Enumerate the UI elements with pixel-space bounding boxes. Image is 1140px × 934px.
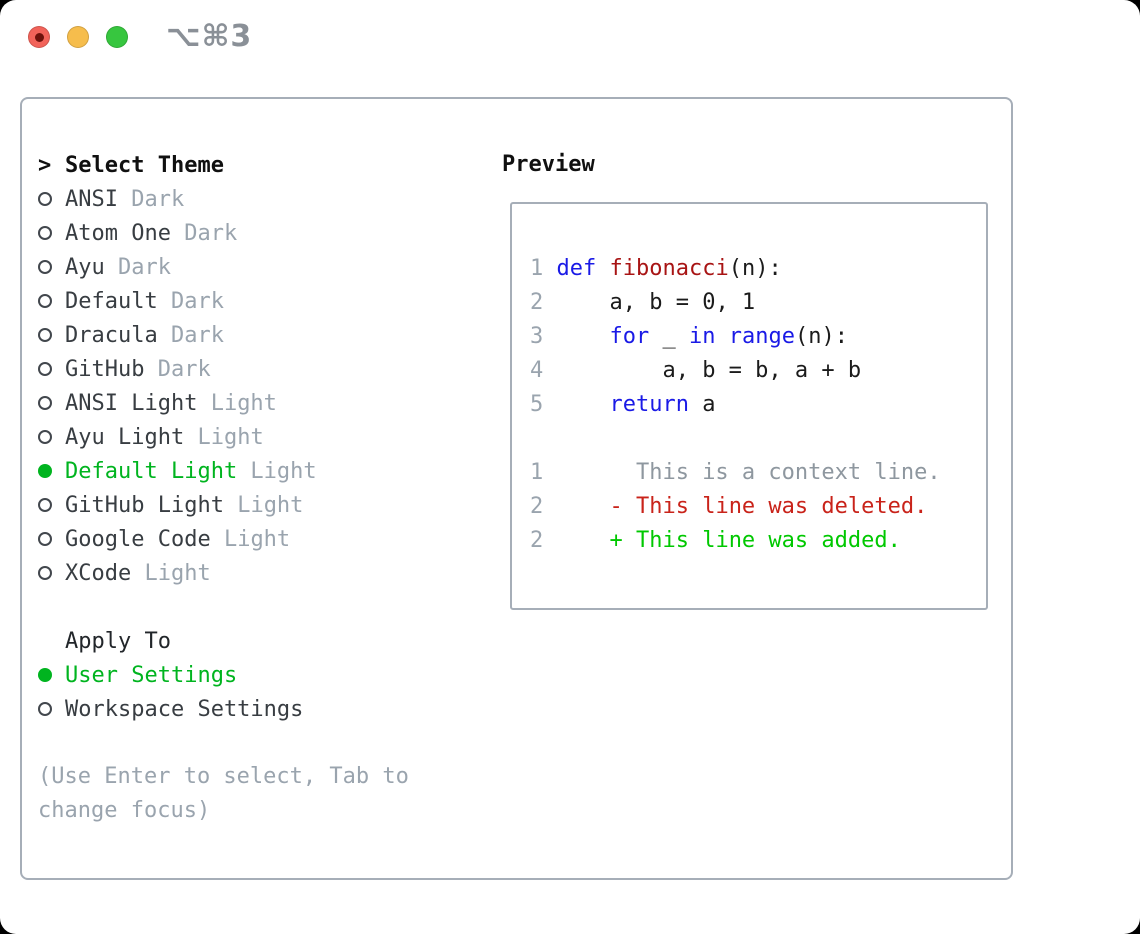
theme-option-ayu-light-light[interactable]: Ayu Light Light — [38, 420, 409, 454]
theme-option-github-light-light[interactable]: GitHub Light Light — [38, 488, 409, 522]
apply-option-workspace-settings[interactable]: Workspace Settings — [38, 692, 409, 726]
radio-icon — [38, 216, 65, 250]
theme-option-default-light-light[interactable]: Default Light Light — [38, 454, 409, 488]
theme-option-default-dark[interactable]: Default Dark — [38, 284, 409, 318]
theme-option-dracula-dark-label: Dracula — [65, 322, 158, 348]
radio-icon — [38, 420, 65, 454]
radio-icon — [38, 386, 65, 420]
cursor-arrow-icon: > — [38, 152, 52, 178]
theme-option-dracula-dark-variant-label: Dark — [157, 322, 224, 348]
radio-icon — [38, 250, 65, 284]
select-theme-header: > Select Theme — [38, 148, 409, 182]
theme-option-ayu-dark-variant-label: Dark — [104, 254, 171, 280]
preview-code-line: 3 for _ in range(n): — [530, 324, 848, 349]
traffic-lights — [28, 26, 128, 48]
radio-selected-icon — [38, 454, 65, 488]
theme-option-github-dark-variant-label: Dark — [144, 356, 211, 382]
close-button[interactable] — [28, 26, 50, 48]
theme-option-google-code-light-variant-label: Light — [210, 526, 291, 552]
theme-option-ansi-dark-variant-label: Dark — [117, 186, 185, 212]
preview-title: Preview — [502, 152, 595, 177]
radio-icon — [38, 522, 65, 556]
theme-option-ansi-dark[interactable]: ANSI Dark — [38, 182, 409, 216]
preview-box: 1 def fibonacci(n): 2 a, b = 0, 1 3 for _ … — [510, 202, 988, 610]
theme-option-ayu-dark-label: Ayu — [65, 254, 105, 280]
theme-option-atom-one-dark-label: Atom One — [65, 220, 171, 246]
theme-option-atom-one-dark[interactable]: Atom One Dark — [38, 216, 409, 250]
preview-diff-deleted-line: 2 - This line was deleted. — [530, 494, 928, 519]
close-dot-icon — [34, 32, 44, 42]
window-title: ⌥⌘3 — [166, 19, 253, 54]
theme-option-default-dark-variant-label: Dark — [157, 288, 224, 314]
radio-icon — [38, 692, 65, 726]
hint-line-2: change focus) — [38, 798, 211, 823]
preview-diff-context-line: 1 This is a context line. — [530, 460, 941, 485]
preview-diff-added-line: 2 + This line was added. — [530, 528, 901, 553]
apply-to-title: Apply To — [65, 628, 171, 654]
zoom-button[interactable] — [106, 26, 128, 48]
blank-line — [530, 422, 982, 456]
theme-option-xcode-light[interactable]: XCode Light — [38, 556, 409, 590]
radio-icon — [38, 182, 65, 216]
theme-option-github-dark[interactable]: GitHub Dark — [38, 352, 409, 386]
spacer — [38, 590, 409, 624]
theme-option-google-code-light[interactable]: Google Code Light — [38, 522, 409, 556]
preview-code-line: 1 def fibonacci(n): — [530, 256, 782, 281]
preview-code: 1 def fibonacci(n): 2 a, b = 0, 1 3 for _ … — [530, 252, 982, 558]
radio-icon — [38, 318, 65, 352]
theme-option-xcode-light-label: XCode — [65, 560, 132, 586]
theme-option-default-light-light-variant-label: Light — [237, 458, 317, 484]
theme-option-ayu-light-light-label: Ayu Light — [65, 424, 185, 450]
preview-code-line: 2 a, b = 0, 1 — [530, 290, 756, 315]
cursor-marker: > — [38, 148, 65, 182]
apply-option-user-settings[interactable]: User Settings — [38, 658, 409, 692]
theme-option-ayu-light-light-variant-label: Light — [184, 424, 264, 450]
radio-selected-icon — [38, 658, 65, 692]
titlebar: ⌥⌘3 — [0, 0, 1140, 74]
theme-option-github-light-light-label: GitHub Light — [65, 492, 224, 518]
theme-option-github-light-light-variant-label: Light — [223, 492, 304, 518]
apply-to-header: Apply To — [38, 624, 409, 658]
select-theme-title: Select Theme — [65, 152, 224, 178]
apply-option-user-settings-label: User Settings — [65, 662, 238, 688]
theme-option-ayu-dark[interactable]: Ayu Dark — [38, 250, 409, 284]
preview-code-line: 4 a, b = b, a + b — [530, 358, 862, 383]
apply-option-workspace-settings-label: Workspace Settings — [65, 696, 304, 722]
radio-icon — [38, 556, 65, 590]
theme-option-ansi-light-light-variant-label: Light — [197, 390, 277, 416]
theme-option-github-dark-label: GitHub — [65, 356, 145, 382]
minimize-button[interactable] — [67, 26, 89, 48]
spacer — [38, 726, 409, 760]
theme-option-xcode-light-variant-label: Light — [131, 560, 211, 586]
theme-option-ansi-light-light[interactable]: ANSI Light Light — [38, 386, 409, 420]
preview-code-line: 5 return a — [530, 392, 716, 417]
theme-option-ansi-dark-label: ANSI — [65, 186, 118, 212]
theme-option-default-dark-label: Default — [65, 288, 158, 314]
hint-text: (Use Enter to select, Tab to change focu… — [38, 760, 409, 828]
radio-icon — [38, 352, 65, 386]
theme-option-google-code-light-label: Google Code — [65, 526, 211, 552]
hint-line-1: (Use Enter to select, Tab to — [38, 764, 409, 789]
theme-option-dracula-dark[interactable]: Dracula Dark — [38, 318, 409, 352]
radio-icon — [38, 284, 65, 318]
theme-option-ansi-light-light-label: ANSI Light — [65, 390, 198, 416]
theme-option-atom-one-dark-variant-label: Dark — [170, 220, 238, 246]
theme-option-default-light-light-label: Default Light — [65, 458, 238, 484]
radio-icon — [38, 488, 65, 522]
